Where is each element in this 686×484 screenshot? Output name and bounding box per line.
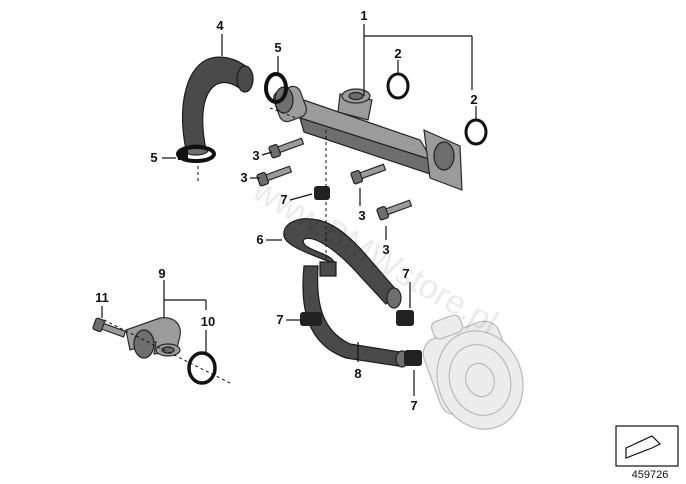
hose-clip-part-7 [300, 186, 422, 366]
callout-6: 6 [256, 232, 263, 247]
coolant-hose-part-6 [283, 218, 402, 309]
callout-7: 7 [410, 398, 417, 413]
callout-10: 10 [201, 314, 215, 329]
callout-5: 5 [150, 150, 157, 165]
oil-cooler-ghost [422, 314, 524, 430]
callout-7: 7 [276, 312, 283, 327]
coolant-manifold-part-1 [273, 85, 463, 191]
callout-8: 8 [354, 366, 361, 381]
callout-labels: 1 2 2 3 3 3 3 4 5 5 6 7 7 7 7 8 9 10 11 [95, 8, 477, 413]
callout-7: 7 [402, 266, 409, 281]
callout-9: 9 [158, 266, 165, 281]
callout-4: 4 [216, 18, 224, 33]
arrow-icon [625, 435, 662, 459]
alignment-lines [103, 107, 327, 385]
callout-3: 3 [252, 148, 259, 163]
callout-2: 2 [470, 92, 477, 107]
callout-11: 11 [95, 290, 109, 305]
callout-2: 2 [394, 46, 401, 61]
callout-3: 3 [382, 242, 389, 257]
bolt-part-3 [256, 137, 413, 221]
callout-3: 3 [240, 170, 247, 185]
leader-lines [101, 24, 477, 396]
document-number: 459726 [632, 469, 669, 481]
callout-1: 1 [360, 8, 367, 23]
hose-clamp-part-5 [176, 72, 288, 163]
o-ring-part-10 [187, 351, 217, 385]
upper-hose-part-4 [182, 56, 254, 156]
callout-3: 3 [358, 208, 365, 223]
callout-5: 5 [274, 40, 281, 55]
bolt-part-11 [92, 317, 127, 338]
document-number-box: 459726 [615, 425, 679, 481]
callout-7: 7 [280, 192, 287, 207]
elbow-fitting-part-9 [125, 317, 181, 359]
